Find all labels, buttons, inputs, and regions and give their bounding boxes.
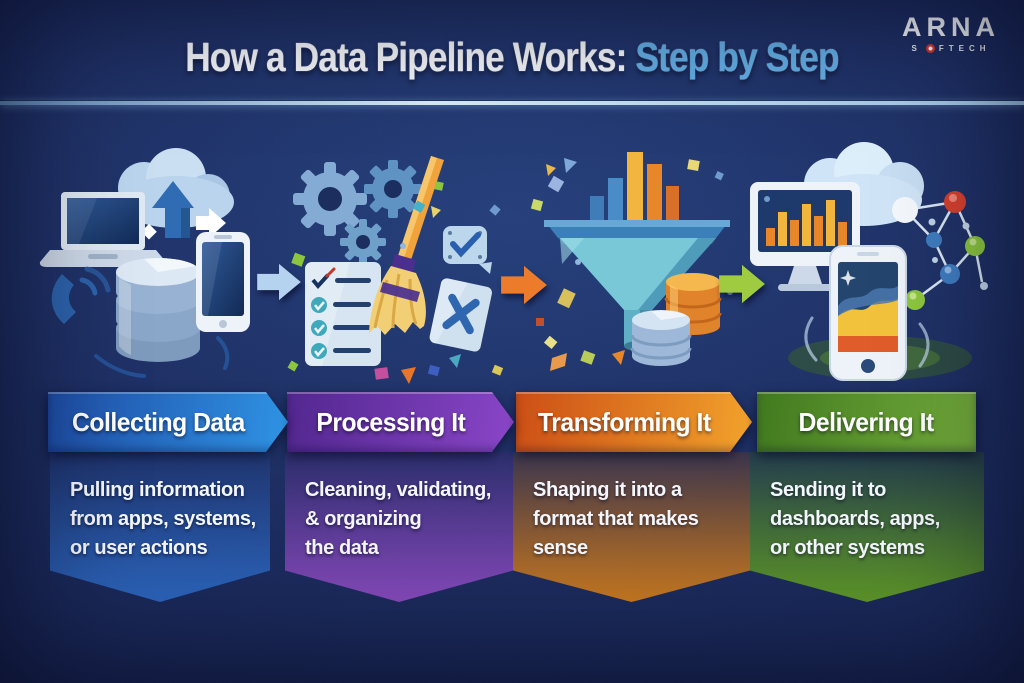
- step-banner-label: Processing It: [316, 406, 466, 437]
- collecting-icons: [39, 148, 250, 378]
- cloud-upload-icon: [118, 148, 234, 238]
- step-banner-label: Transforming It: [538, 406, 711, 437]
- step-banner-processing: Processing It: [287, 392, 514, 452]
- gear-icon: [364, 160, 422, 218]
- confetti-icon: [530, 158, 733, 371]
- step-banner-delivering: Delivering It: [757, 392, 976, 452]
- database-blue-icon: [630, 310, 692, 366]
- brand-subname: S FTECH: [902, 44, 1000, 53]
- database-icon: [116, 258, 200, 362]
- delivering-icons: [750, 142, 988, 381]
- logo-o-dot-icon: [925, 44, 935, 53]
- processing-icons: [287, 156, 504, 384]
- network-nodes-icon: [892, 191, 988, 310]
- step-description-delivering: Sending it to dashboards, apps, or other…: [750, 452, 984, 602]
- title-main: How a Data Pipeline Works:: [185, 34, 627, 80]
- gear-icon: [340, 219, 386, 265]
- swoosh-icon: [94, 354, 146, 378]
- step-description-text: Shaping it into a format that makes sens…: [533, 479, 699, 560]
- title-accent: Step by Step: [626, 34, 840, 80]
- step-description-text: Cleaning, validating, & organizing the d…: [305, 479, 492, 560]
- checkbox-icon: [443, 226, 492, 274]
- reject-card-icon: [429, 278, 492, 352]
- step-banner-label: Delivering It: [798, 406, 935, 437]
- swoosh-icon: [216, 336, 230, 370]
- swoosh-icon: [918, 322, 930, 368]
- arrow-process-to-transform-icon: [501, 265, 547, 305]
- step-banner-label: Collecting Data: [72, 406, 245, 437]
- arrow-collect-to-process-icon: [257, 263, 301, 301]
- flow-arrow-icon: [196, 208, 226, 238]
- brand-sub-pre: S: [911, 44, 922, 53]
- brand-logo: ARNA S FTECH: [902, 14, 1000, 53]
- brand-sub-post: FTECH: [938, 44, 991, 53]
- title-underline: [0, 101, 1024, 105]
- transforming-icons: [530, 152, 733, 371]
- step-description-text: Sending it to dashboards, apps, or other…: [770, 479, 940, 560]
- swoosh-icon: [804, 316, 818, 362]
- step-description-text: Pulling information from apps, systems, …: [70, 479, 256, 560]
- gear-icon: [293, 162, 367, 236]
- step-description-transforming: Shaping it into a format that makes sens…: [513, 452, 750, 602]
- bar-chart-icon: [590, 152, 679, 220]
- checklist-icon: [305, 262, 381, 366]
- arrow-transform-to-deliver-icon: [719, 264, 765, 304]
- confetti-icon: [287, 181, 504, 384]
- step-description-processing: Cleaning, validating, & organizing the d…: [285, 452, 513, 602]
- smartphone-icon: [196, 232, 250, 332]
- sparkle-icon: [141, 223, 157, 240]
- chart-phone-icon: [829, 245, 907, 381]
- step-banner-transforming: Transforming It: [516, 392, 752, 452]
- brand-name: ARNA: [902, 12, 1000, 42]
- step-description-collecting: Pulling information from apps, systems, …: [50, 452, 270, 602]
- page-title: How a Data Pipeline Works: Step by Step: [0, 34, 1024, 81]
- phone-call-icon: [51, 266, 111, 324]
- dashboard-monitor-icon: [750, 182, 860, 291]
- step-banner-collecting: Collecting Data: [48, 392, 288, 452]
